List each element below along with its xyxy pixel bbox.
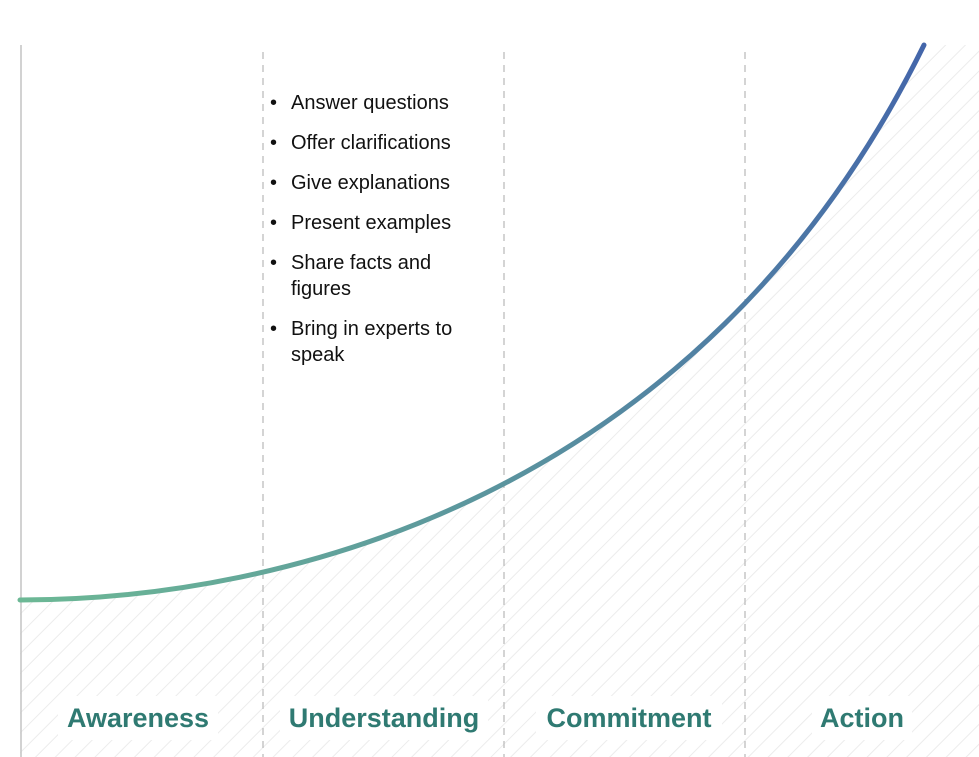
progress-curve xyxy=(17,42,927,603)
list-item: Bring in experts to speak xyxy=(270,316,490,368)
stage-label-action: Action xyxy=(812,696,912,740)
list-item: Present examples xyxy=(270,210,490,236)
stage-label-commitment: Commitment xyxy=(536,696,722,740)
understanding-actions-list: Answer questions Offer clarifications Gi… xyxy=(270,90,490,382)
list-item: Answer questions xyxy=(270,90,490,116)
list-item: Offer clarifications xyxy=(270,130,490,156)
list-item: Give explanations xyxy=(270,170,490,196)
stage-label-understanding: Understanding xyxy=(280,696,488,740)
area-under-curve xyxy=(20,45,979,757)
stage-label-awareness: Awareness xyxy=(58,696,218,740)
list-item: Share facts and figures xyxy=(270,250,490,302)
